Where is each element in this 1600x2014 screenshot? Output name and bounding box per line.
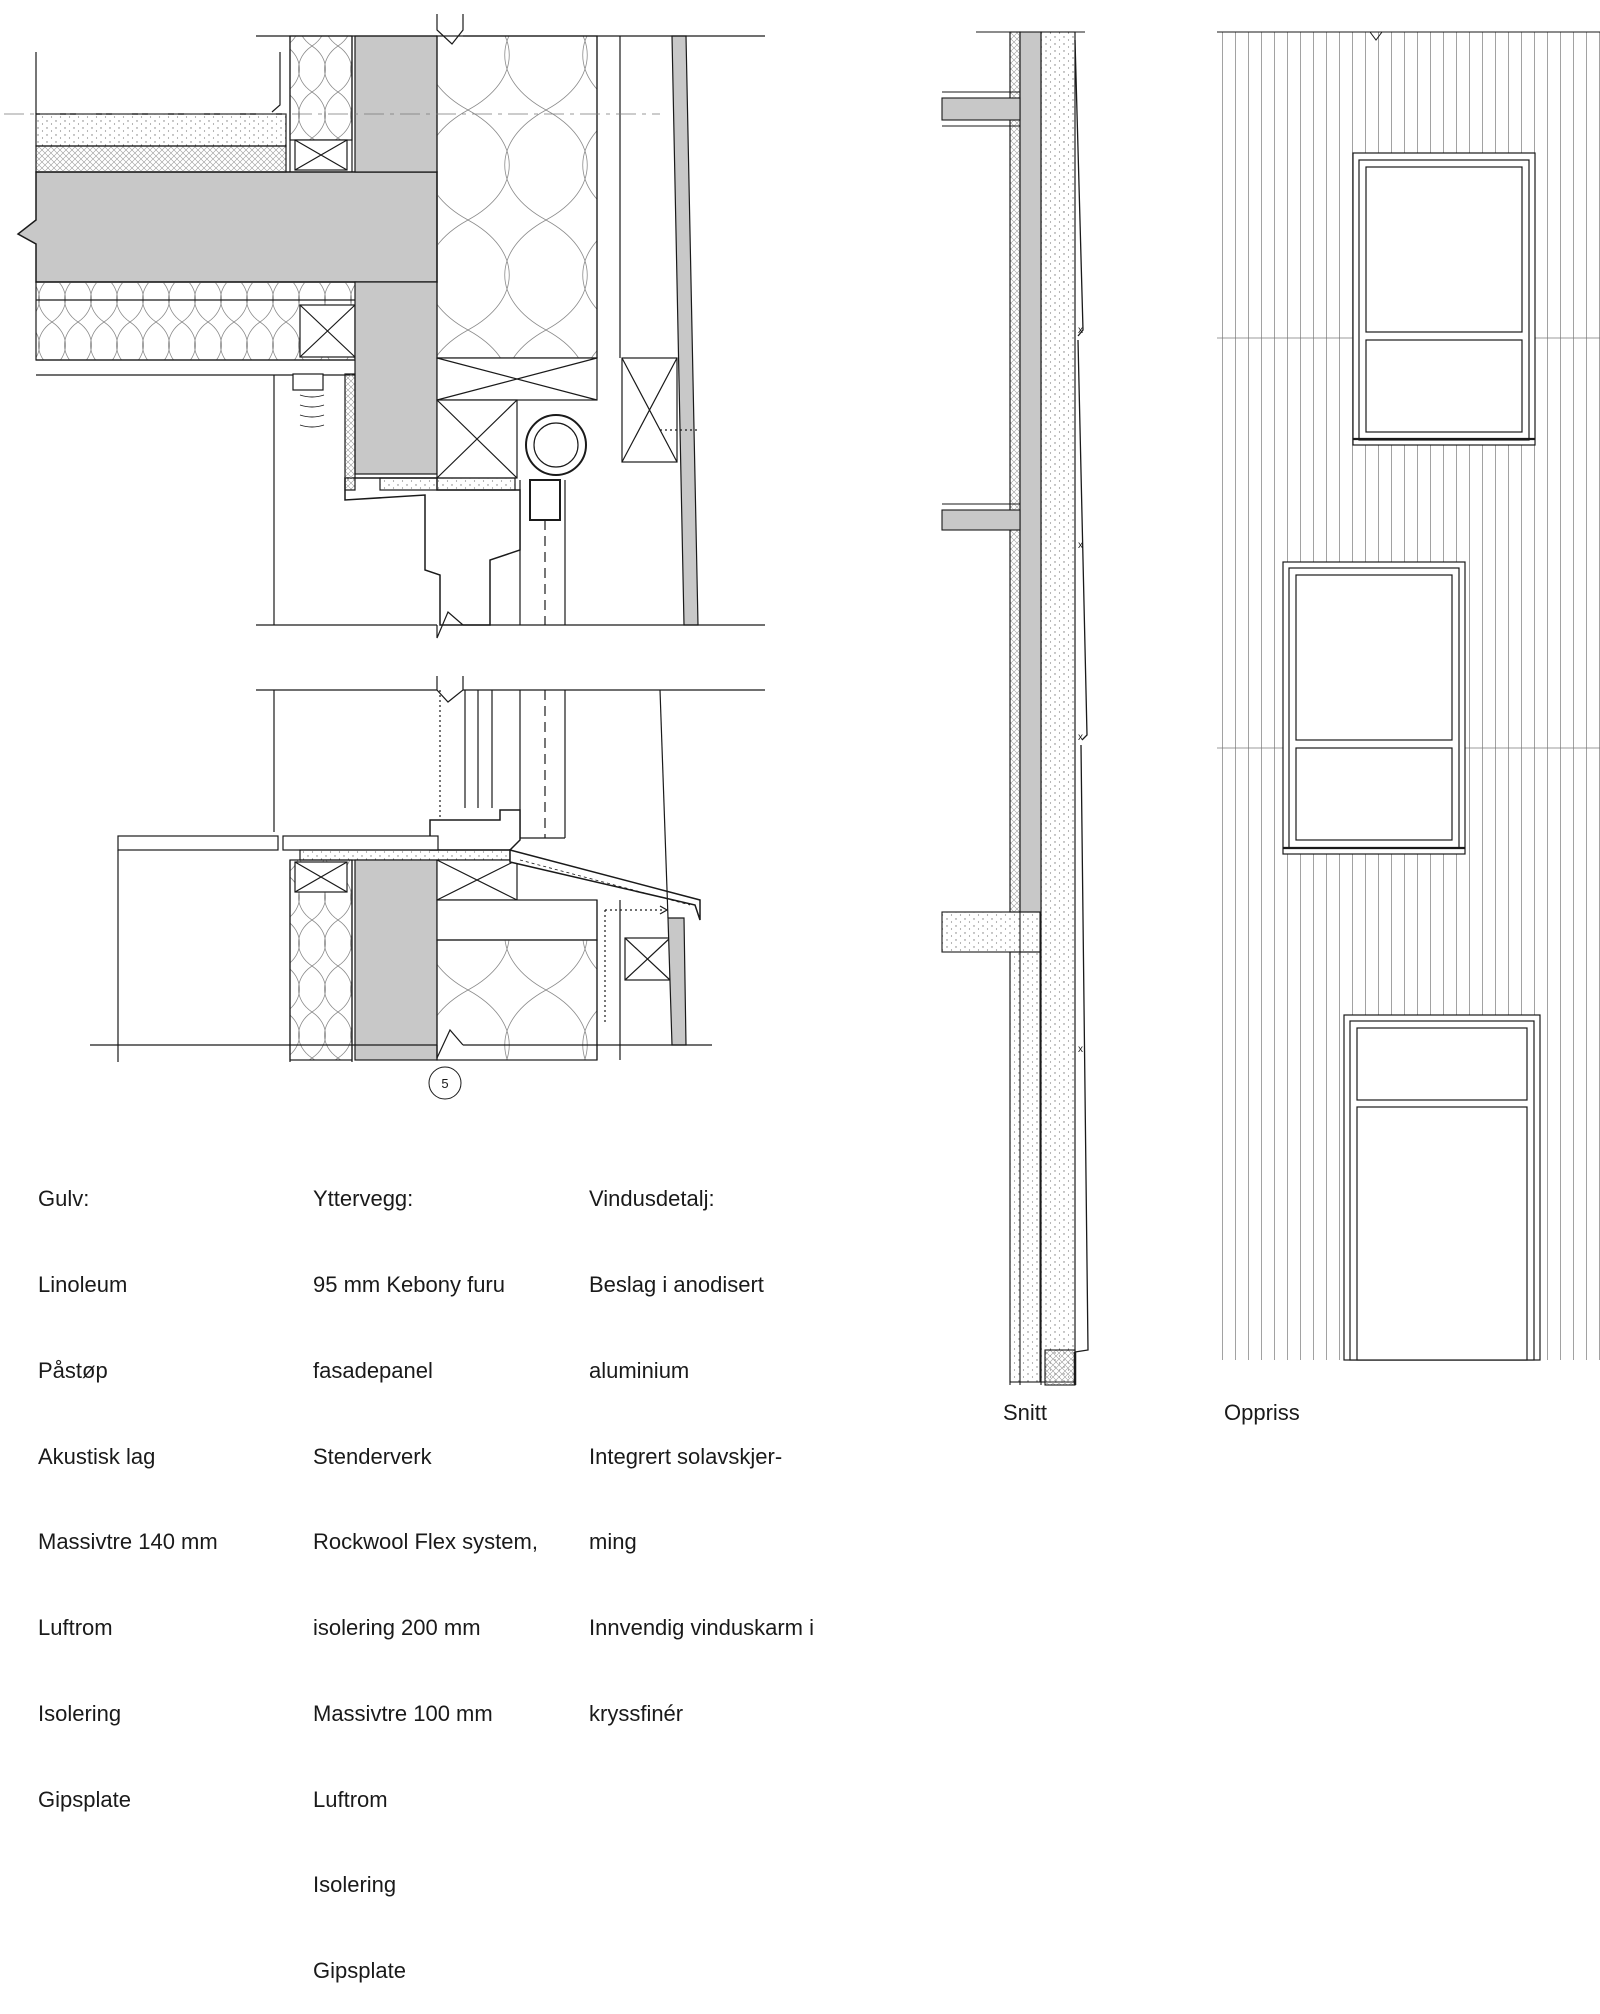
topping-layer	[35, 113, 287, 147]
window-note-item: Integrert solavskjer-	[589, 1443, 783, 1469]
elevation-view-label: Oppriss	[1224, 1400, 1300, 1425]
floor-note-item: Gipsplate	[38, 1786, 131, 1812]
wall-note-item: Rockwool Flex system,	[313, 1529, 538, 1555]
outer-insulation-upper	[436, 35, 598, 359]
svg-text:x: x	[1078, 540, 1083, 551]
window-notes: Vindusdetalj: Beslag i anodisert alumini…	[589, 1128, 814, 1757]
wall-note-item: fasadepanel	[313, 1357, 433, 1383]
svg-text:x: x	[1078, 732, 1083, 743]
floor-note-item: Luftrom	[38, 1615, 113, 1641]
window-frame-lower	[429, 809, 521, 851]
elevation-window-2	[1282, 561, 1466, 855]
cladding-upper	[671, 35, 699, 626]
upper-wall-floor-detail	[4, 14, 765, 639]
window-note-item: Beslag i anodisert	[589, 1271, 764, 1297]
wall-note-item: Isolering	[313, 1872, 397, 1898]
lower-massive-wall	[354, 859, 438, 1061]
floor-notes: Gulv: Linoleum Påstøp Akustisk lag Massi…	[38, 1128, 218, 1843]
elevation-window-1	[1352, 152, 1536, 446]
section-slab-1	[941, 97, 1021, 121]
window-note-item: ming	[589, 1529, 637, 1555]
window-frame-upper	[344, 477, 521, 626]
detail-callout: 5	[428, 1066, 462, 1100]
callout-number: 5	[441, 1076, 448, 1091]
window-note-item: kryssfinér	[589, 1700, 684, 1726]
section-base	[941, 911, 1041, 953]
section-slab-2	[941, 509, 1021, 531]
floor-notes-heading: Gulv:	[38, 1186, 90, 1212]
wall-note-item: 95 mm Kebony furu	[313, 1271, 505, 1297]
inner-insulation-upper	[289, 35, 353, 141]
cladding-lower	[667, 917, 687, 1046]
outer-insulation-lower	[436, 939, 598, 1061]
floor-note-item: Linoleum	[38, 1271, 128, 1297]
elevation-window-3	[1343, 1014, 1541, 1361]
window-note-item: aluminium	[589, 1357, 690, 1383]
wall-note-item: Gipsplate	[313, 1958, 406, 1984]
window-board	[282, 835, 439, 851]
floor-note-item: Påstøp	[38, 1357, 108, 1383]
floor-note-item: Akustisk lag	[38, 1443, 156, 1469]
section-view: x x x x	[941, 31, 1089, 1386]
svg-text:x: x	[1078, 1044, 1083, 1055]
wall-note-item: isolering 200 mm	[313, 1615, 481, 1641]
floor-slab	[16, 171, 438, 283]
window-notes-heading: Vindusdetalj:	[589, 1186, 715, 1212]
wall-note-item: Stenderverk	[313, 1443, 432, 1469]
acoustic-layer	[35, 145, 287, 173]
wall-notes: Yttervegg: 95 mm Kebony furu fasadepanel…	[313, 1128, 538, 2014]
wall-note-item: Luftrom	[313, 1786, 388, 1812]
sill-flashing	[509, 849, 701, 921]
elevation-view	[1217, 31, 1600, 1361]
floor-note-item: Massivtre 140 mm	[38, 1529, 218, 1555]
upper-massive-wall	[354, 35, 438, 173]
lower-sill-detail	[90, 676, 765, 1062]
section-view-label: Snitt	[1003, 1400, 1048, 1425]
section-concrete-band	[1019, 31, 1042, 913]
floor-note-item: Isolering	[38, 1700, 122, 1726]
architectural-detail-drawing: 5 x x x x	[4, 14, 1600, 1386]
svg-text:x: x	[1078, 325, 1083, 336]
wall-notes-heading: Yttervegg:	[313, 1186, 414, 1212]
wall-note-item: Massivtre 100 mm	[313, 1700, 493, 1726]
window-note-item: Innvendig vinduskarm i	[589, 1615, 815, 1641]
